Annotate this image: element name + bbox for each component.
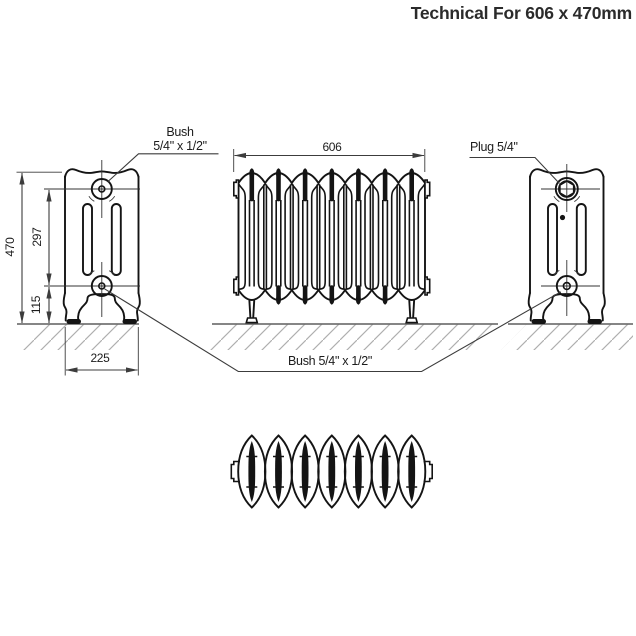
plan-end-cap-left — [230, 460, 240, 483]
plan-view — [230, 434, 433, 509]
side-left-slot — [110, 203, 122, 276]
front-legs — [245, 299, 419, 324]
label-bush-top: Bush 5/4" x 1/2" — [153, 125, 207, 153]
page-title: Technical For 606 x 470mm — [410, 3, 633, 23]
dimension-lines — [16, 149, 426, 376]
front-section-joints — [263, 184, 401, 290]
side-right-slot — [575, 203, 587, 276]
dim-text-470: 470 — [3, 237, 17, 257]
side-left-bottom-bushing — [44, 262, 140, 317]
front-end-bosses — [233, 179, 431, 296]
dim-text-297: 297 — [30, 227, 44, 247]
side-left-top-bushing — [44, 160, 140, 218]
dim-text-115: 115 — [29, 295, 43, 315]
leader-lines — [104, 153, 562, 373]
leader-plug — [469, 156, 560, 184]
label-bush-bottom: Bush 5/4" x 1/2" — [288, 354, 372, 368]
plan-sections — [237, 434, 427, 509]
side-right-slot — [547, 203, 558, 276]
side-view-right — [527, 164, 606, 324]
ground-hatching — [17, 323, 633, 350]
label-plug: Plug 5/4" — [470, 140, 518, 154]
side-view-left — [44, 160, 141, 324]
side-left-slot — [82, 203, 93, 276]
side-left-foot-pad — [66, 319, 81, 324]
dim-text-225: 225 — [90, 351, 110, 365]
side-right-foot-pad — [531, 319, 546, 324]
plan-end-cap-right — [423, 460, 433, 483]
leader-bush-bottom — [104, 288, 562, 373]
dim-text-606: 606 — [322, 140, 342, 154]
side-right-plug — [541, 164, 600, 212]
air-vent-dot — [559, 214, 566, 221]
side-right-bottom-bushing — [541, 260, 600, 316]
side-right-foot-pad — [587, 319, 602, 324]
side-left-foot-pad — [122, 319, 137, 324]
label-bush-top-line1: Bush — [166, 125, 194, 139]
side-left-legs — [62, 292, 68, 322]
front-view — [233, 167, 431, 324]
plug-hexagon — [559, 180, 575, 198]
leader-bush-top — [107, 153, 219, 182]
label-bush-top-line2: 5/4" x 1/2" — [153, 139, 207, 153]
